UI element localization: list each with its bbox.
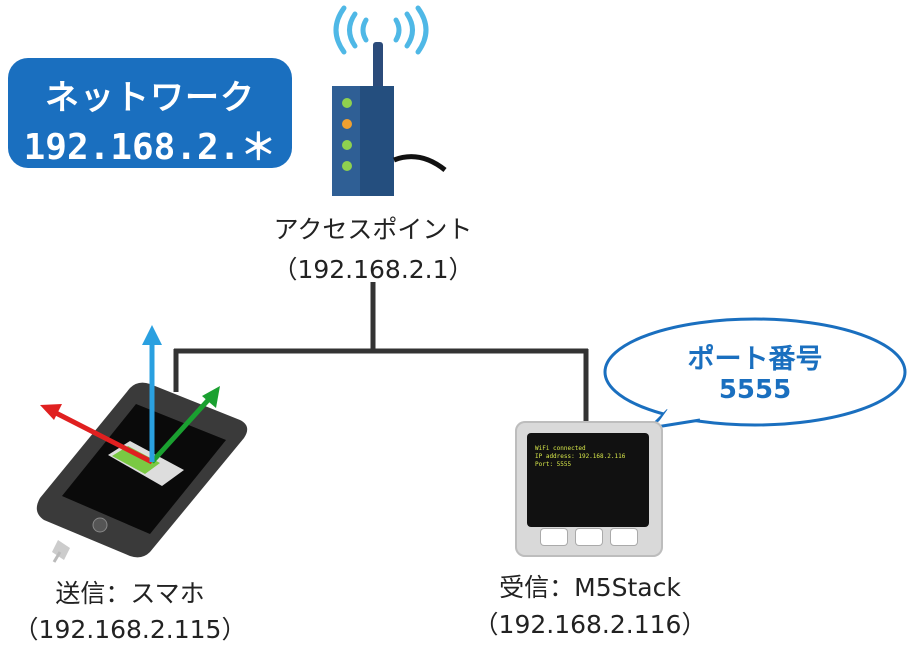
sender-label: 送信：スマホ <box>55 579 205 608</box>
network-title: ネットワーク <box>45 78 255 118</box>
screen-line: IP address: 192.168.2.116 <box>535 453 626 460</box>
receiver-address: （192.168.2.116） <box>473 610 707 639</box>
m5stack-button-a <box>541 529 567 545</box>
smartphone-icon <box>36 382 248 563</box>
m5stack-device-icon: WiFi connected IP address: 192.168.2.116… <box>515 421 663 557</box>
network-address: 192.168.2.＊ <box>23 127 277 168</box>
access-point-address: （192.168.2.1） <box>272 255 474 284</box>
m5stack-screen: WiFi connected IP address: 192.168.2.116… <box>527 433 649 527</box>
receiver-label: 受信：M5Stack <box>499 573 681 602</box>
screen-line: Port: 5555 <box>535 461 572 468</box>
access-point-label: アクセスポイント <box>273 215 473 244</box>
port-bubble-title: ポート番号 <box>687 344 823 375</box>
port-bubble-number: 5555 <box>718 375 792 405</box>
wifi-icon <box>333 5 429 55</box>
speech-bubble-icon <box>603 317 907 430</box>
m5stack-button-b <box>576 529 602 545</box>
router-icon <box>332 42 447 196</box>
sender-address: （192.168.2.115） <box>13 615 247 644</box>
m5stack-screen-text: WiFi connected IP address: 192.168.2.116… <box>535 445 645 469</box>
screen-line: WiFi connected <box>535 445 586 452</box>
m5stack-button-c <box>611 529 637 545</box>
connection-lines <box>173 282 589 422</box>
network-info-box: ネットワーク 192.168.2.＊ <box>8 58 292 168</box>
orientation-axes-icon <box>40 325 220 465</box>
